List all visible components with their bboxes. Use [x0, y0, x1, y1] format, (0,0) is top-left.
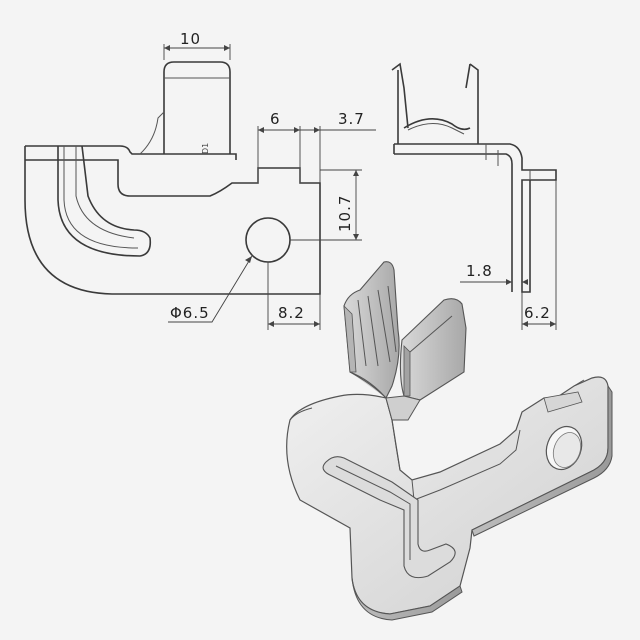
dim-tab-width: 6 — [257, 110, 301, 168]
front-view: D1 10 6 3.7 10.7 — [24, 30, 376, 330]
dim-thickness: 1.8 — [460, 262, 528, 292]
side-view: 1.8 6.2 — [391, 62, 557, 330]
dim-hole-diameter: Φ6.5 — [168, 255, 253, 323]
svg-text:D1: D1 — [201, 143, 210, 154]
svg-text:10: 10 — [180, 30, 201, 48]
svg-text:6: 6 — [270, 110, 281, 128]
svg-text:Φ6.5: Φ6.5 — [170, 304, 210, 322]
dim-hole-offset: 8.2 — [267, 262, 321, 330]
dim-side-width: 6.2 — [521, 180, 557, 330]
svg-text:8.2: 8.2 — [278, 304, 305, 322]
dim-hole-height: 10.7 — [290, 169, 362, 241]
dim-offset: 3.7 — [300, 110, 376, 183]
mounting-hole — [245, 217, 291, 263]
svg-text:10.7: 10.7 — [336, 195, 354, 232]
isometric-view — [286, 261, 613, 621]
dim-top-width: 10 — [163, 30, 231, 60]
svg-text:6.2: 6.2 — [524, 304, 551, 322]
svg-text:1.8: 1.8 — [466, 262, 493, 280]
svg-text:3.7: 3.7 — [338, 110, 365, 128]
